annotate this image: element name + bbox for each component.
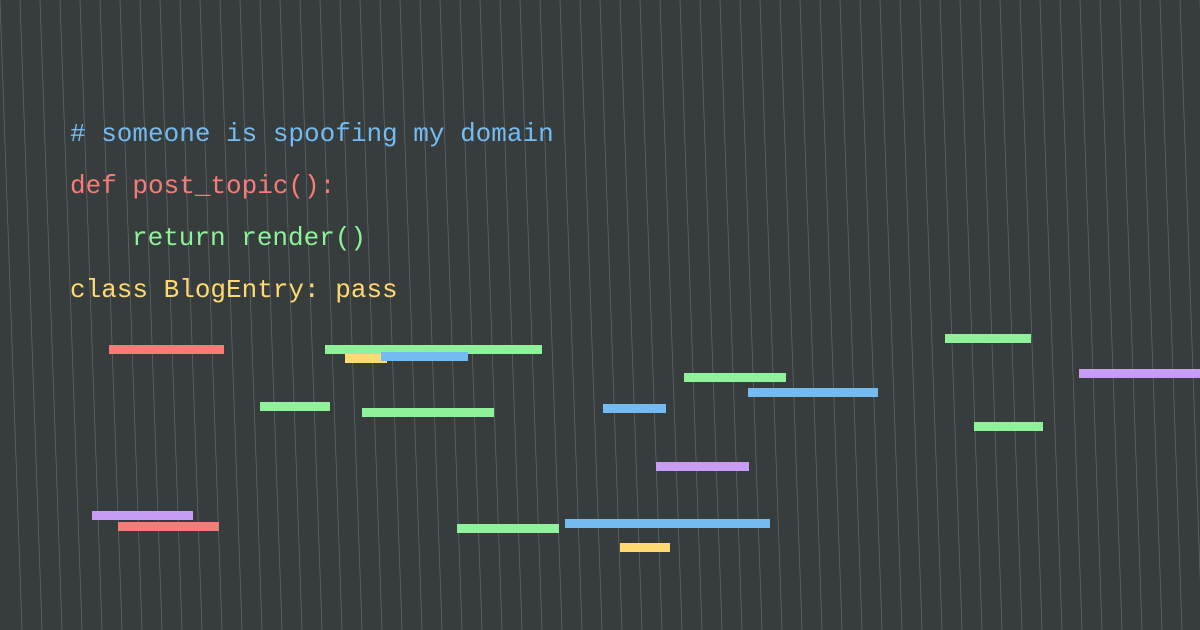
background-line: [779, 0, 803, 630]
background-line: [399, 0, 423, 630]
background-line: [799, 0, 823, 630]
background-line: [879, 0, 903, 630]
background-line: [979, 0, 1003, 630]
decorative-bar: [1079, 369, 1200, 378]
decorative-bar: [381, 352, 468, 361]
background-line: [999, 0, 1023, 630]
decorative-bar: [565, 519, 770, 528]
decorative-bar: [92, 511, 193, 520]
background-line: [919, 0, 943, 630]
background-line: [1059, 0, 1083, 630]
decorative-bar: [656, 462, 749, 471]
background-line: [859, 0, 883, 630]
background-line: [299, 0, 323, 630]
background-line: [379, 0, 403, 630]
background-line: [839, 0, 863, 630]
decorative-bar: [118, 522, 219, 531]
code-line-return: return render(): [132, 223, 367, 253]
background-line: [1119, 0, 1143, 630]
background-line: [239, 0, 263, 630]
background-line: [0, 0, 23, 630]
background-line: [419, 0, 443, 630]
code-line-comment: # someone is spoofing my domain: [70, 119, 554, 149]
background-line: [279, 0, 303, 630]
decorative-bar: [109, 345, 224, 354]
background-line: [19, 0, 43, 630]
code-line-def: def post_topic():: [70, 171, 336, 201]
background-line: [1139, 0, 1163, 630]
background-line: [1099, 0, 1123, 630]
decorative-bar: [457, 524, 559, 533]
decorative-bar: [603, 404, 666, 413]
decorative-bar: [945, 334, 1031, 343]
background-line: [79, 0, 103, 630]
code-snippet: # someone is spoofing my domain def post…: [70, 112, 554, 320]
background-line: [1039, 0, 1063, 630]
background-line: [1019, 0, 1043, 630]
background-line: [39, 0, 63, 630]
background-line: [359, 0, 383, 630]
decorative-bar: [684, 373, 786, 382]
background-line: [899, 0, 923, 630]
background-line: [319, 0, 343, 630]
decorative-bar: [748, 388, 878, 397]
background-line: [339, 0, 363, 630]
background-line: [259, 0, 283, 630]
background-line: [959, 0, 983, 630]
decorative-bar: [620, 543, 670, 552]
background-line: [59, 0, 83, 630]
background-line: [1079, 0, 1103, 630]
background-line: [1159, 0, 1183, 630]
background-line: [759, 0, 783, 630]
decorative-bar: [362, 408, 494, 417]
decorative-bar: [345, 354, 387, 363]
decorative-bar: [974, 422, 1043, 431]
background-line: [939, 0, 963, 630]
background-line: [1179, 0, 1200, 583]
decorative-bar: [260, 402, 330, 411]
background-line: [819, 0, 843, 630]
code-line-class: class BlogEntry: pass: [70, 275, 398, 305]
decorative-bar: [325, 345, 542, 354]
background-line: [219, 0, 243, 630]
